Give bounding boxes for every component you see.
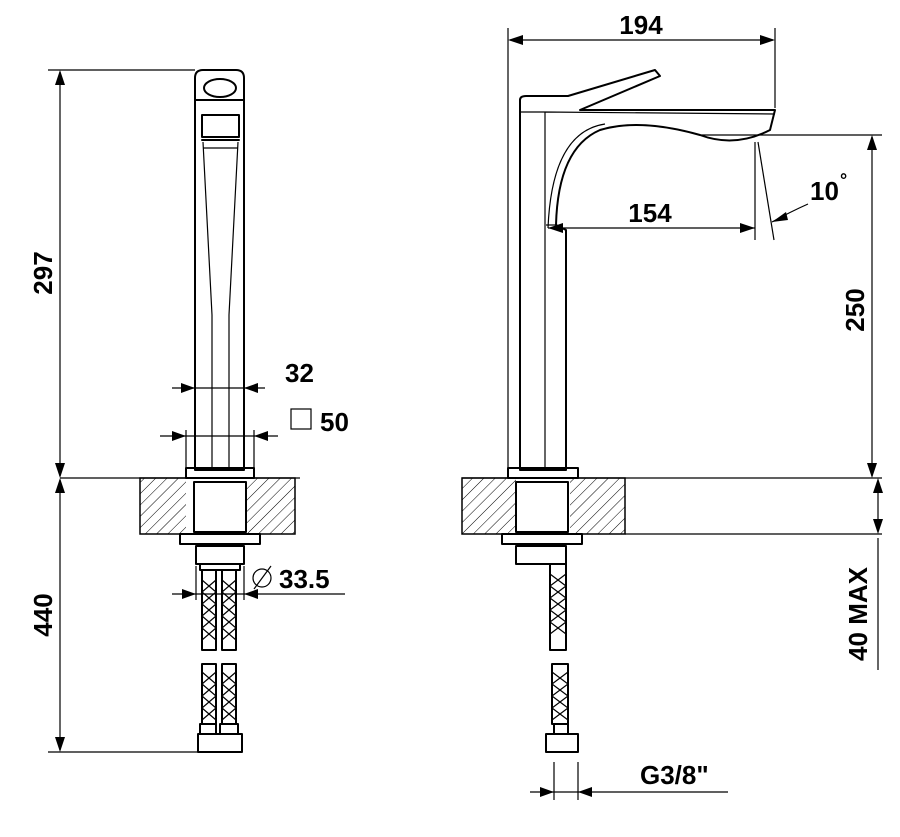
dim-g3-8-label: G3/8" [640, 760, 709, 790]
dim-297-label: 297 [28, 251, 58, 294]
front-nut [179, 533, 261, 545]
side-nut [501, 533, 583, 545]
dim-297: 297 [28, 69, 195, 478]
front-view: 297 440 32 50 [28, 69, 349, 753]
dim-32: 32 [172, 358, 314, 393]
side-connector [545, 733, 579, 753]
dim-40-max-label: 40 MAX [843, 566, 873, 661]
front-tap-body [194, 69, 245, 471]
dim-440-label: 440 [28, 593, 58, 636]
dim-250-label: 250 [840, 288, 870, 331]
dim-g3-8: G3/8" [530, 760, 728, 800]
square-symbol-icon [290, 408, 312, 430]
side-view: 194 154 10 ° 250 [461, 10, 883, 800]
side-base-flange [507, 467, 579, 479]
dim-154: 154 [548, 198, 755, 233]
dim-50-label: 50 [320, 407, 349, 437]
dim-50: 50 [160, 407, 349, 468]
degree-symbol: ° [840, 170, 847, 190]
front-connector [197, 733, 243, 753]
dim-32-label: 32 [285, 358, 314, 388]
dim-angle-10: 10 ° [754, 141, 847, 241]
dim-40-max: 40 MAX [843, 478, 883, 670]
side-hose [545, 563, 579, 753]
dim-250: 250 [700, 134, 882, 478]
dim-194: 194 [507, 10, 776, 468]
front-base-flange [185, 467, 255, 479]
side-tap-body [519, 69, 776, 471]
dim-angle-label: 10 [810, 176, 839, 206]
front-hoses [197, 569, 243, 753]
dim-440: 440 [28, 478, 242, 753]
dim-33-5: 33.5 [172, 564, 345, 600]
diameter-symbol-icon [252, 568, 272, 588]
dim-154-label: 154 [628, 198, 672, 228]
dim-194-label: 194 [619, 10, 663, 40]
dim-33-5-label: 33.5 [279, 564, 330, 594]
